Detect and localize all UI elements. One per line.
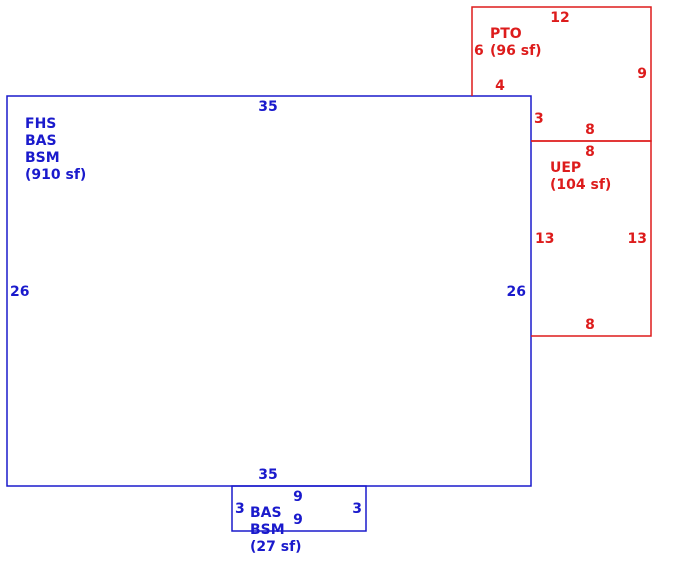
main-area-outline [6,95,532,487]
pto-dim-bottom: 8 [585,122,595,138]
main-code-1: FHS [25,116,56,132]
bay-code-2: BSM [250,522,285,538]
main-dim-top: 35 [258,99,277,115]
uep-dim-left: 13 [535,231,554,247]
bay-dim-top: 9 [293,489,303,505]
pto-dim-right: 9 [637,66,647,82]
main-dim-right: 26 [507,284,526,300]
uep-area-sf: (104 sf) [550,177,611,193]
uep-dim-right: 13 [628,231,647,247]
pto-area-sf: (96 sf) [490,43,542,59]
main-code-2: BAS [25,133,57,149]
uep-dim-bottom: 8 [585,317,595,333]
bay-area-outline [231,485,367,532]
bay-dim-left: 3 [235,501,245,517]
bay-code-1: BAS [250,505,282,521]
pto-code: PTO [490,26,522,42]
uep-code: UEP [550,160,581,176]
uep-dim-top: 8 [585,144,595,160]
uep-area-outline [531,140,652,337]
pto-dim-notch-bottom: 4 [495,78,505,94]
main-area-sf: (910 sf) [25,167,86,183]
main-dim-bottom: 35 [258,467,277,483]
bay-area-sf: (27 sf) [250,539,302,555]
bay-dim-bottom: 9 [293,512,303,528]
main-code-3: BSM [25,150,60,166]
bay-dim-right: 3 [352,501,362,517]
pto-dim-top: 12 [550,10,569,26]
main-dim-left: 26 [10,284,29,300]
pto-dim-notch-side: 3 [534,111,544,127]
pto-dim-left: 6 [474,43,484,59]
